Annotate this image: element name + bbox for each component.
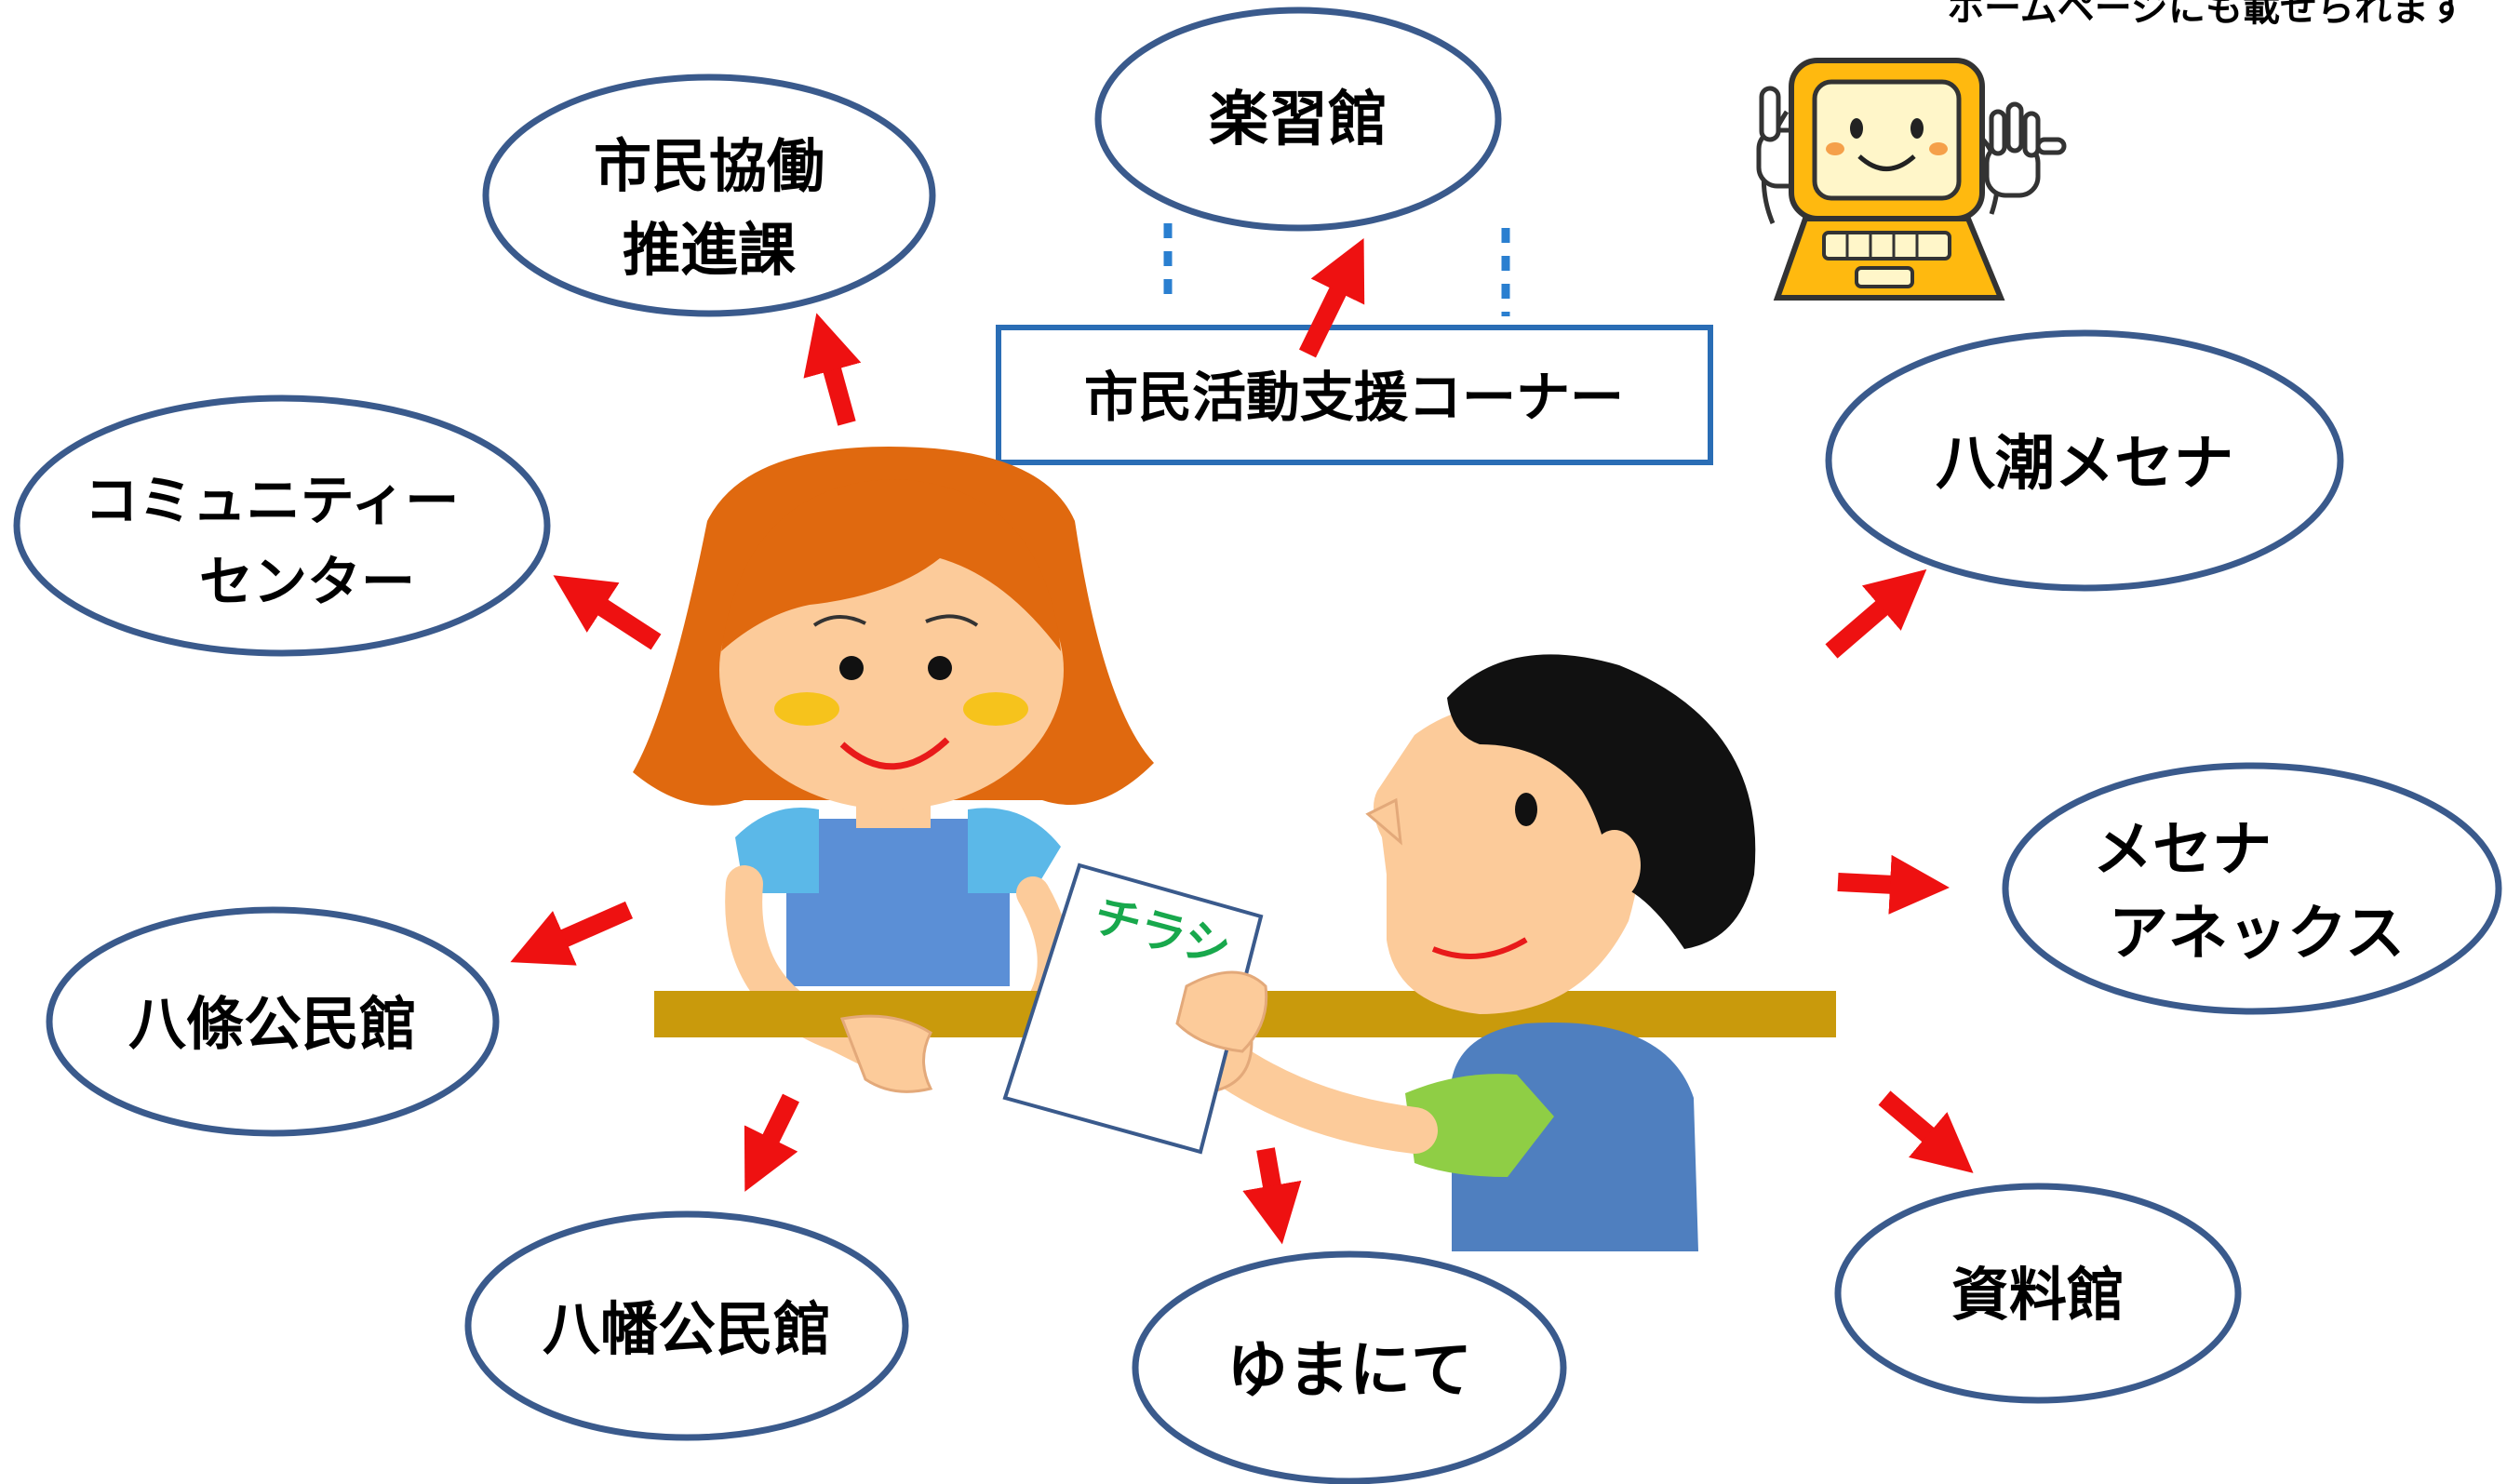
node-mesena-annex-label-1: メセナ: [2093, 816, 2272, 885]
man-hand: [1175, 970, 1268, 1053]
node-hachijo-kominkan-label: 八條公民館: [128, 990, 417, 1058]
arrow-to-shimin-kyodo: [803, 313, 862, 426]
node-yashio-mesena-label: 八潮メセナ: [1936, 430, 2233, 499]
node-yumanite-label: ゆまにて: [1227, 1334, 1472, 1406]
node-yashio-mesena: 八潮メセナ: [1825, 329, 2344, 592]
staff-woman-illustration: [633, 447, 1154, 1079]
node-hachijo-kominkan: 八條公民館: [46, 906, 500, 1137]
node-mesena-annex: メセナ アネックス: [2002, 762, 2502, 1015]
arrow-to-hachijo: [510, 901, 634, 966]
arrow-to-gakushukan: [1299, 238, 1365, 358]
citizen-activity-support-corner: 市民活動支援コーナー: [996, 325, 1713, 465]
node-community-center-label-2: センター: [199, 550, 415, 613]
node-mesena-annex-label-2: アネックス: [2109, 900, 2405, 969]
arrow-to-community-center: [553, 575, 662, 650]
node-yumanite: ゆまにて: [1132, 1250, 1567, 1484]
node-shimin-kyodo-label-2: 推進課: [623, 216, 796, 284]
arrow-to-yashio-mesena: [1825, 568, 1927, 659]
node-shimin-kyodo: 市民協働 推進課: [482, 74, 936, 317]
node-shiryokan: 資料館: [1834, 1183, 2242, 1404]
node-community-center-label-1: コミュニティー: [85, 469, 460, 532]
arrow-to-yumanite: [1242, 1147, 1302, 1245]
node-shimin-kyodo-label-1: 市民協働: [594, 132, 824, 200]
flyer-paper: チラシ: [1002, 862, 1264, 1155]
node-yawata-kominkan-label: 八幡公民館: [543, 1295, 831, 1363]
woman-hand: [839, 1014, 933, 1093]
node-yawata-kominkan: 八幡公民館: [464, 1210, 909, 1441]
center-box-label: 市民活動支援コーナー: [1084, 366, 1624, 429]
node-gakushukan: 楽習館: [1094, 7, 1502, 232]
arrow-to-shiryokan: [1878, 1090, 1974, 1173]
visitor-man-illustration: [1166, 654, 1756, 1251]
homepage-note: ホームページにも載せられます: [1947, 0, 2466, 30]
arrow-to-yawata: [744, 1093, 799, 1192]
node-shiryokan-label: 資料館: [1951, 1261, 2125, 1329]
node-community-center: コミュニティー センター: [13, 394, 551, 657]
arrow-to-mesena-annex: [1837, 854, 1950, 915]
computer-mascot-icon: [1756, 58, 2067, 301]
node-gakushukan-label: 楽習館: [1209, 86, 1388, 154]
